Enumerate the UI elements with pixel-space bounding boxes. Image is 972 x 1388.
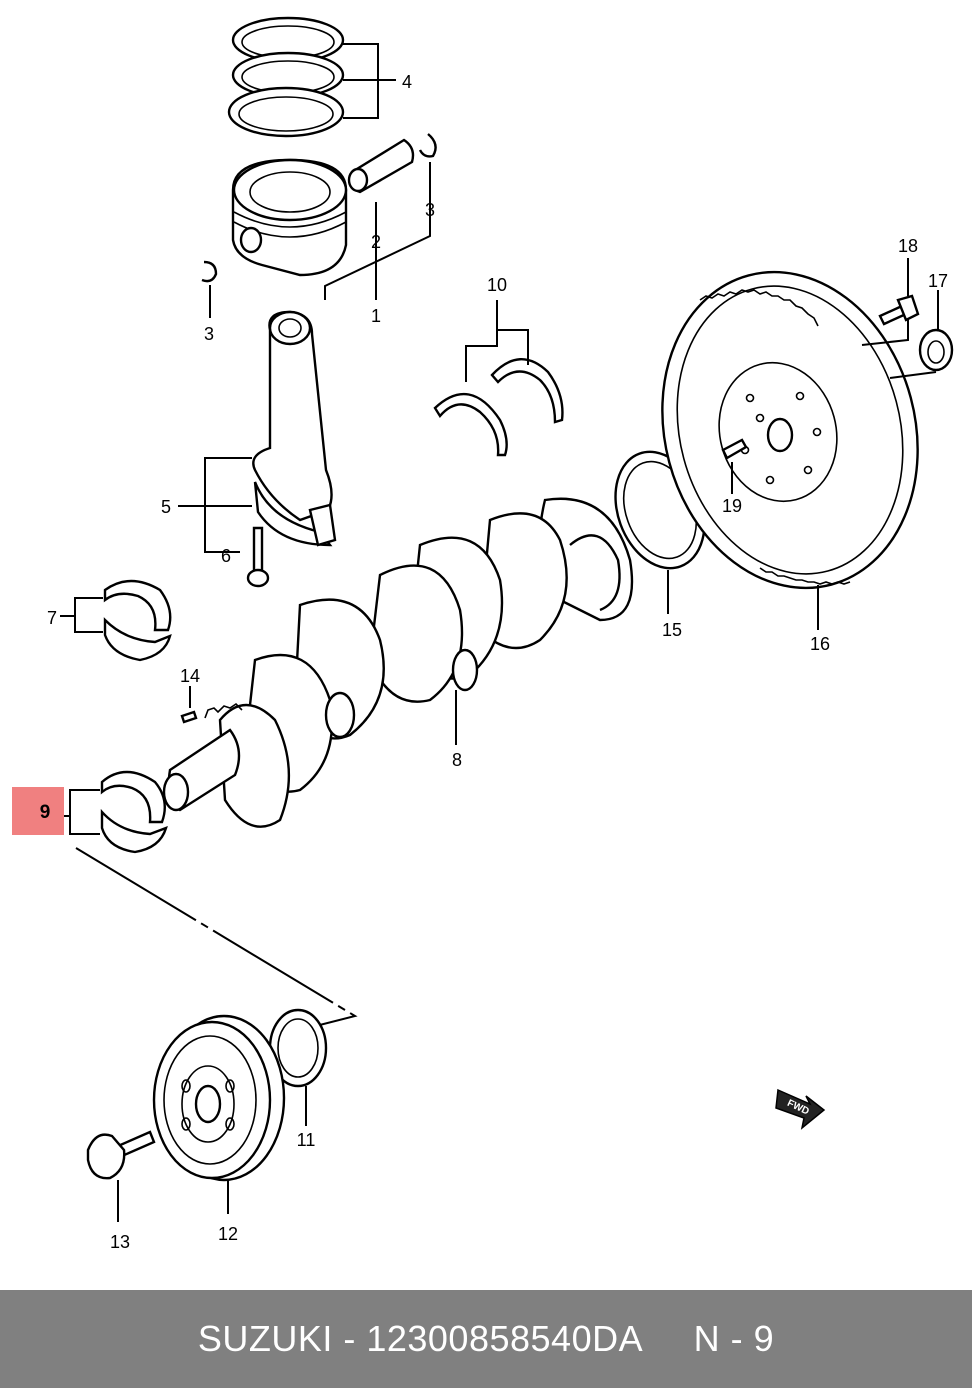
callout-7: 7: [47, 608, 57, 628]
callout-10: 10: [487, 275, 507, 295]
callout-18: 18: [898, 236, 918, 256]
forward-arrow-icon: FWD: [775, 1088, 826, 1130]
thrust-bearing: [433, 358, 564, 457]
callout-1: 1: [371, 306, 381, 326]
crankshaft: [162, 497, 634, 828]
callout-9: 9: [40, 802, 51, 823]
dowel-pin: [721, 438, 748, 460]
flywheel-bolt: [878, 294, 920, 326]
callout-12: 12: [218, 1224, 238, 1244]
callout-8: 8: [452, 750, 462, 770]
callout-16: 16: [810, 634, 830, 654]
crank-bearing-lower: [100, 770, 168, 854]
callout-4: 4: [402, 72, 412, 92]
callout-14: 14: [180, 666, 200, 686]
footer-bar: SUZUKI - 12300858540DA N - 9: [0, 1290, 972, 1388]
footer-part-number: SUZUKI - 12300858540DA N - 9: [197, 1318, 775, 1359]
piston-pin: [347, 138, 415, 194]
callout-15: 15: [662, 620, 682, 640]
callout-5: 5: [161, 497, 171, 517]
callout-19: 19: [722, 496, 742, 516]
crankshaft-exploded-diagram: FWD 1 2 3 3 4 5 6 7 8 9 10 11 12 13 14 1…: [12, 16, 954, 1252]
highlight-box: [12, 787, 64, 835]
callout-13: 13: [110, 1232, 130, 1252]
pulley-bolt: [86, 1130, 156, 1180]
snap-ring-upper: [418, 133, 437, 158]
callout-3-lower: 3: [204, 324, 214, 344]
callout-3-upper: 3: [425, 200, 435, 220]
pilot-bearing: [918, 328, 954, 372]
flywheel: [661, 270, 919, 590]
crank-pulley: [152, 1014, 286, 1182]
main-bearing-upper: [103, 579, 172, 662]
crank-key: [180, 710, 198, 724]
connecting-rod: [252, 310, 337, 547]
callout-2: 2: [371, 232, 381, 252]
callout-6: 6: [221, 546, 231, 566]
snap-ring-lower: [201, 260, 218, 283]
callout-11: 11: [297, 1130, 316, 1150]
piston-rings: [227, 16, 345, 138]
rod-bolt: [246, 526, 270, 588]
piston: [231, 158, 348, 277]
callout-17: 17: [928, 271, 948, 291]
